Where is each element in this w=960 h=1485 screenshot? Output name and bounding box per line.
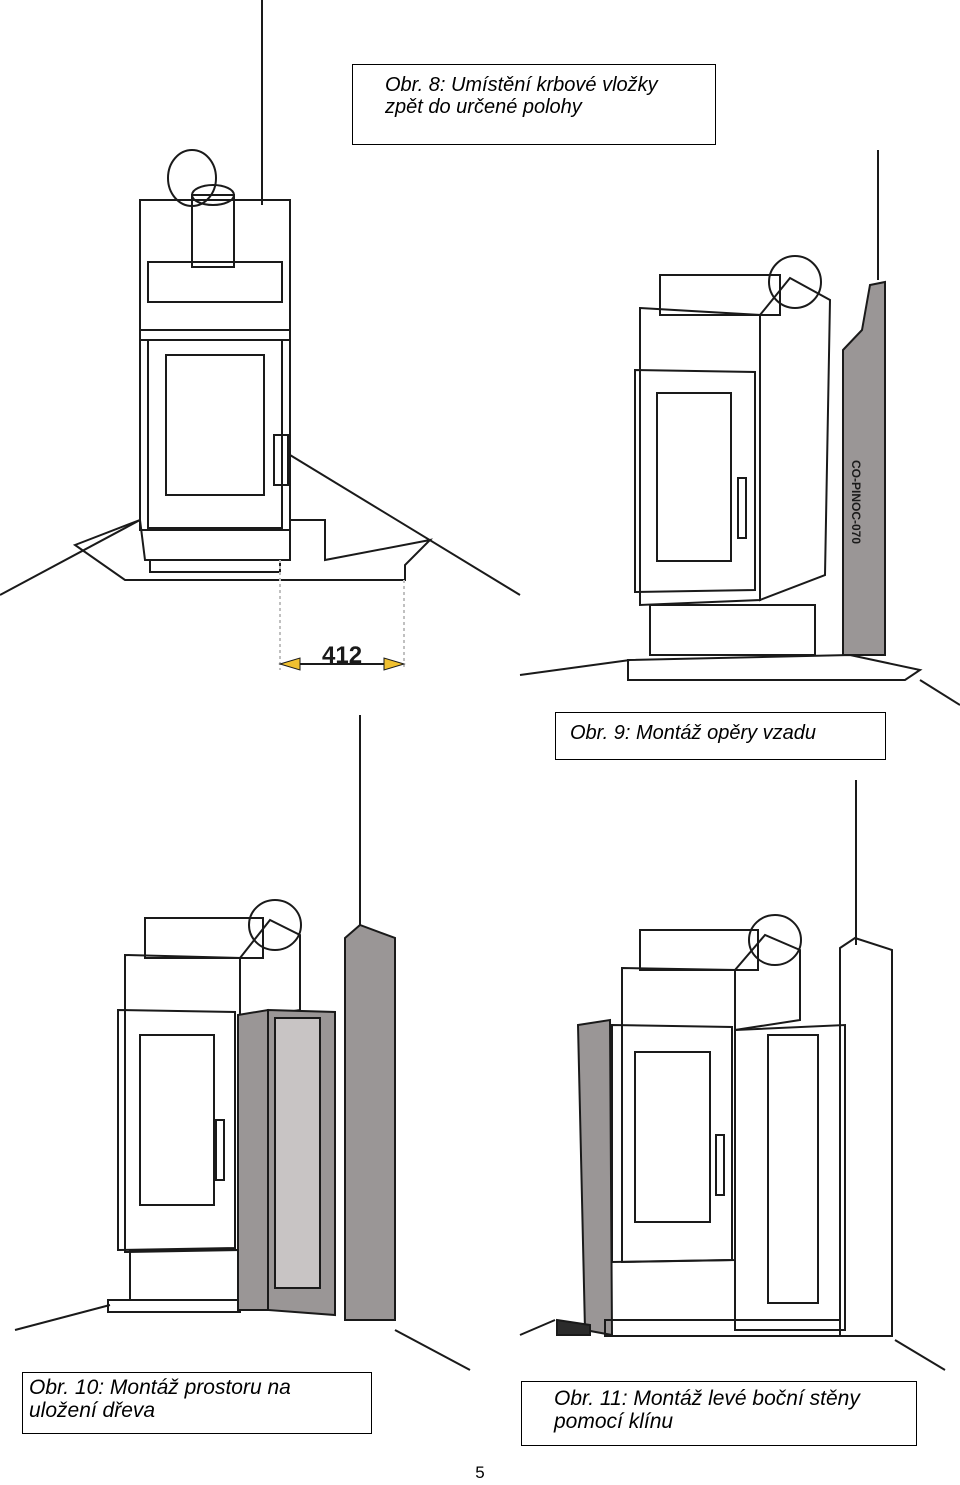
insert-legs: [649, 604, 816, 656]
figure-11-caption: Obr. 11: Montáž levé boční stěny pomocí …: [521, 1381, 917, 1446]
figure-10-drawing: [14, 715, 471, 1371]
door-handle: [737, 477, 747, 539]
insert-top-frame: [139, 199, 291, 341]
floor-line-left: [519, 659, 631, 676]
base-plate: [604, 1319, 841, 1337]
dimension-arrow-left: [278, 657, 301, 671]
insert-body: [139, 329, 291, 531]
insert-front-frame: [124, 953, 241, 1254]
base-plate: [627, 653, 923, 681]
figure-10-caption: Obr. 10: Montáž prostoru na uložení dřev…: [22, 1372, 372, 1434]
caption-line: pomocí klínu: [554, 1409, 674, 1433]
insert-front-frame: [621, 966, 736, 1264]
wood-storage-opening: [274, 1017, 321, 1289]
caption-line: uložení dřeva: [29, 1398, 156, 1422]
figure-8-caption: Obr. 8: Umístění krbové vložky zpět do u…: [352, 64, 716, 145]
insert-side: [239, 918, 301, 1022]
insert-door: [634, 368, 756, 594]
base-vents: [149, 559, 281, 573]
rear-support-panel: [842, 280, 886, 656]
figure-9-drawing: CO-PINOC-070: [519, 150, 960, 706]
dimension-label: 412: [322, 642, 362, 669]
insert-door: [611, 1023, 733, 1264]
dimension-arrow-right: [383, 657, 406, 671]
wedge: [556, 1318, 591, 1336]
page-number: 5: [475, 1463, 485, 1482]
insert-top: [659, 274, 781, 316]
insert-side: [759, 276, 832, 602]
floor-line-right: [394, 1329, 471, 1371]
figure-9-caption: Obr. 9: Montáž opěry vzadu: [555, 712, 886, 760]
caption-line: zpět do určené polohy: [385, 95, 582, 118]
flue-collar: [768, 255, 822, 309]
wood-storage-left-wall: [237, 1008, 269, 1311]
door-handle: [273, 434, 289, 486]
rear-support-panel: [839, 936, 893, 1337]
insert-glass: [634, 1051, 711, 1223]
floor-line-right: [894, 1339, 946, 1371]
caption-line: Obr. 8: Umístění krbové vložky: [385, 74, 658, 96]
insert-glass: [165, 354, 265, 496]
figure-8-drawing: [0, 0, 521, 671]
insert-glass: [656, 392, 732, 562]
insert-glass: [139, 1034, 215, 1206]
insert-side: [734, 933, 801, 1032]
wall-line-left: [0, 519, 141, 596]
flue-collar: [748, 914, 802, 966]
floor-line-left: [14, 1304, 111, 1331]
insert-legs: [129, 1249, 241, 1301]
rear-support-panel: [344, 923, 396, 1321]
figure-11-drawing: [519, 780, 946, 1371]
flue-pipe: [191, 194, 235, 268]
door-handle: [715, 1134, 725, 1196]
base-plate: [72, 518, 434, 581]
insert-door: [117, 1008, 236, 1252]
flue-collar: [248, 899, 302, 951]
caption-line: Obr. 10: Montáž prostoru na: [29, 1376, 291, 1399]
base-plate: [107, 1299, 241, 1313]
insert-top-panel: [147, 261, 283, 303]
insert-door: [147, 339, 283, 529]
panel-marking: CO-PINOC-070: [849, 460, 863, 544]
door-handle: [215, 1119, 225, 1181]
wood-storage: [734, 1023, 846, 1331]
caption-line: Obr. 9: Montáž opěry vzadu: [570, 722, 817, 744]
flue-pipe-top: [191, 184, 235, 206]
floor-line-right: [919, 679, 960, 706]
wall-line-right: [289, 454, 521, 596]
left-side-wall: [576, 1018, 614, 1337]
wood-storage-opening: [767, 1034, 819, 1304]
caption-line: Obr. 11: Montáž levé boční stěny: [554, 1387, 860, 1410]
floor-line-left: [519, 1319, 556, 1336]
